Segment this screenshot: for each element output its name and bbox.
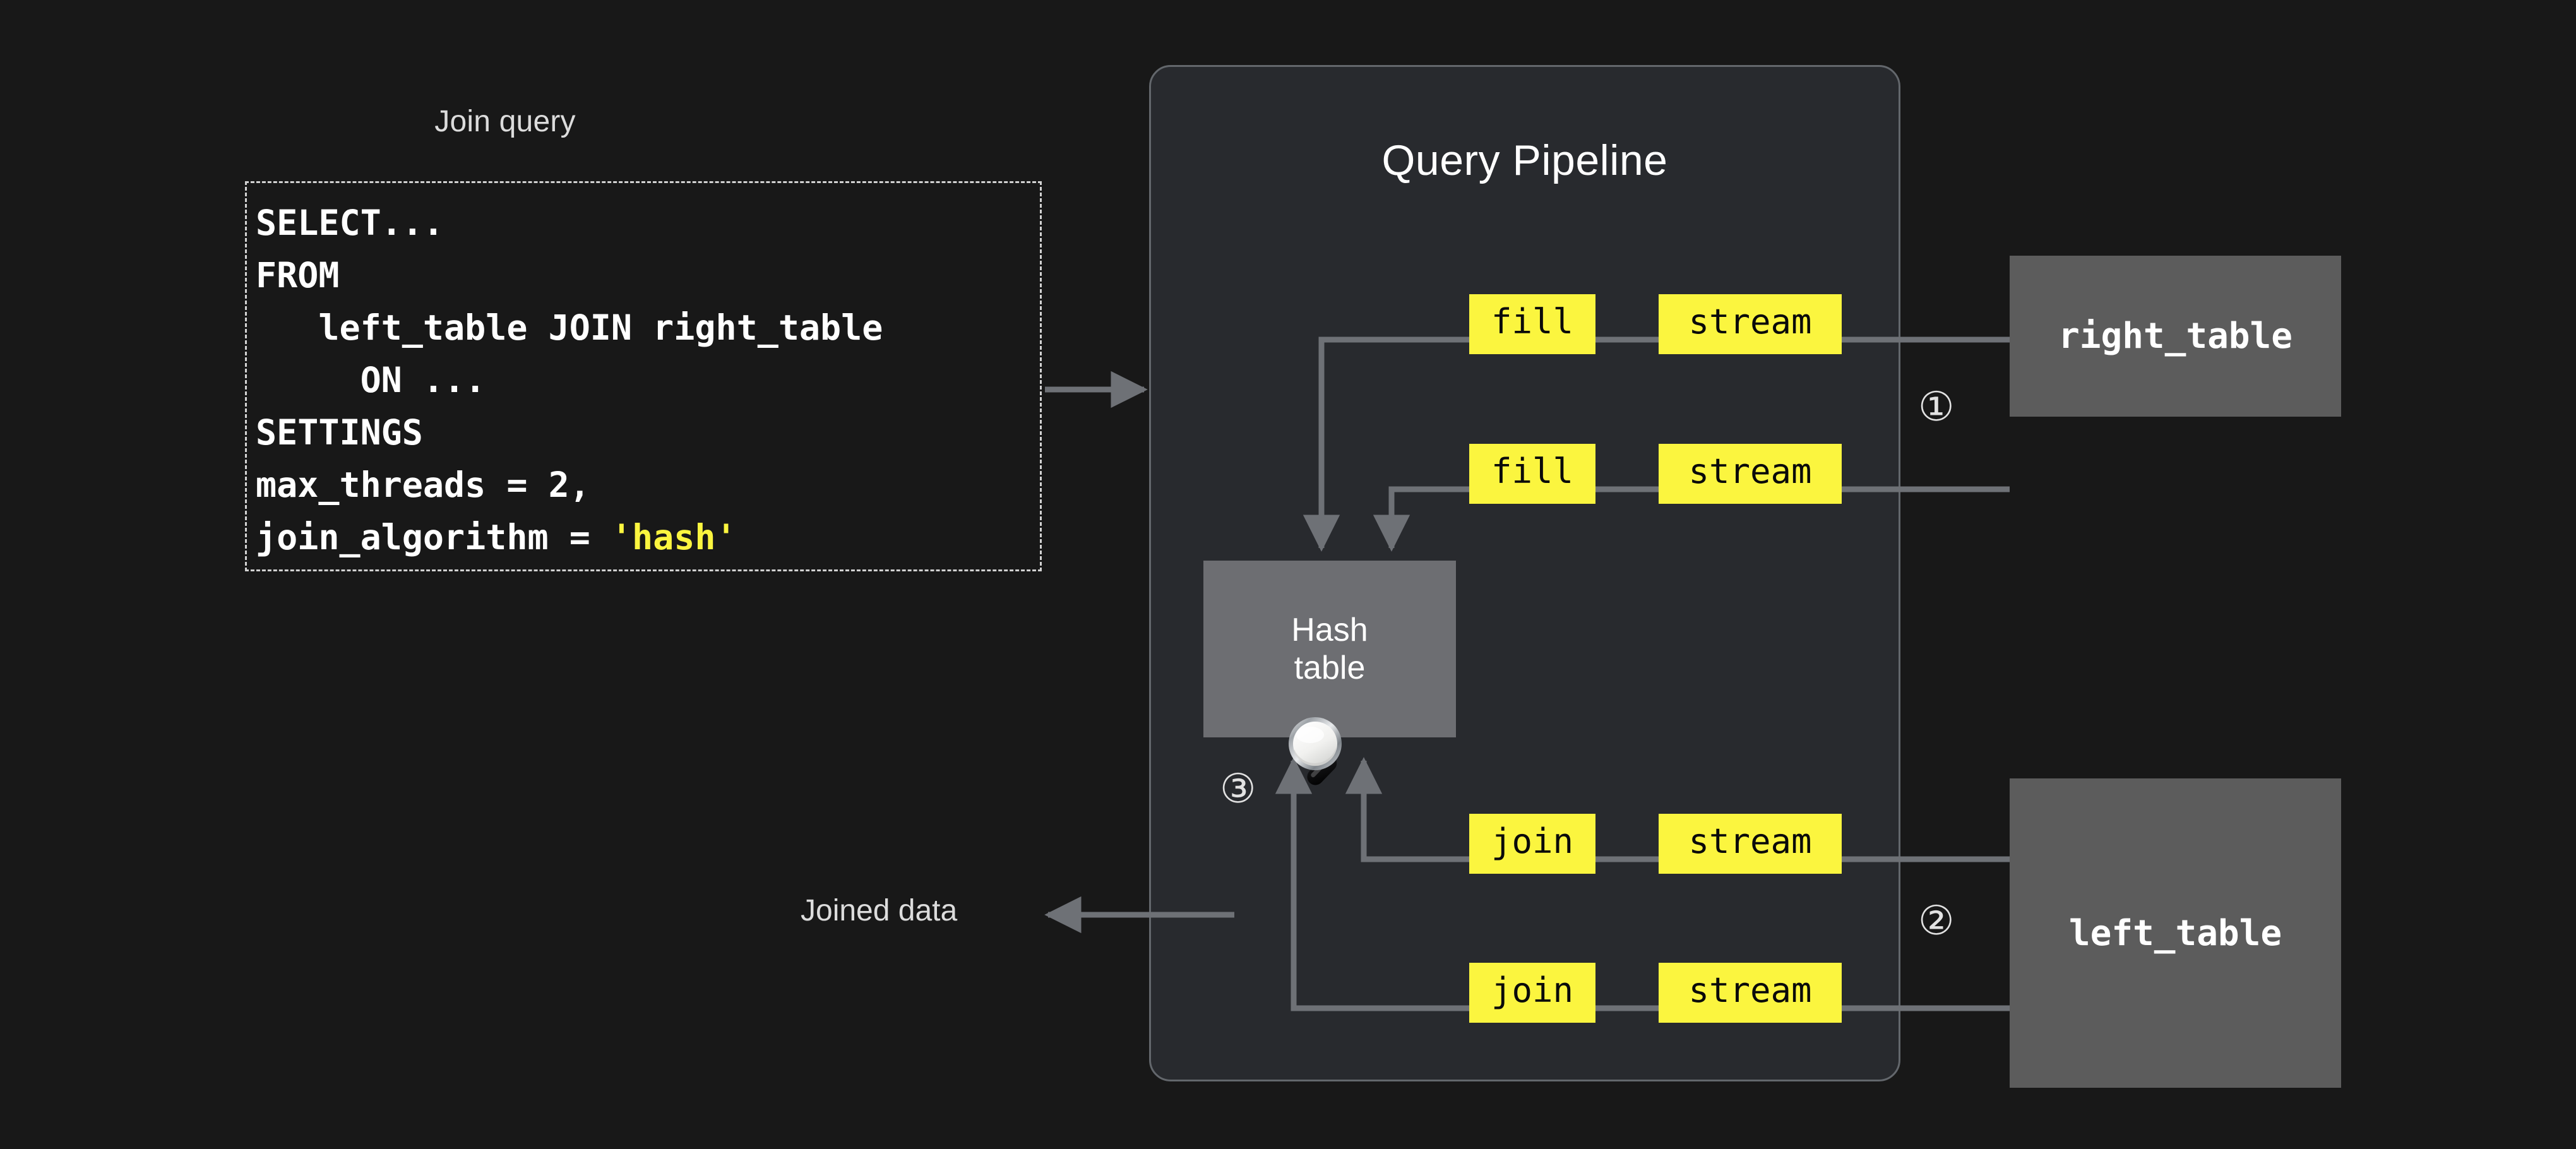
stream-box-4-label: stream	[1688, 970, 1812, 1010]
stream-box-2: stream	[1659, 444, 1842, 504]
right-table-label: right_table	[2058, 316, 2293, 357]
step-marker-1: ①	[1918, 384, 1955, 431]
fill-box-1: fill	[1469, 294, 1595, 354]
hash-table-box: Hash table	[1203, 561, 1456, 737]
join-box-1: join	[1469, 814, 1595, 874]
stream-box-3: stream	[1659, 814, 1842, 874]
query-pipeline-title: Query Pipeline	[1381, 136, 1668, 184]
step-marker-2: ②	[1918, 898, 1955, 944]
left-table-label: left_table	[2068, 912, 2282, 954]
join-query-title: Join query	[434, 105, 576, 138]
stream-box-2-label: stream	[1688, 451, 1812, 491]
stream-box-4: stream	[1659, 963, 1842, 1023]
join-query-code: SELECT... FROM left_table JOIN right_tab…	[256, 197, 883, 564]
join-box-2-label: join	[1491, 970, 1574, 1010]
right-table-box: right_table	[2010, 256, 2341, 417]
stream-box-3-label: stream	[1688, 821, 1812, 861]
query-code-plain: SELECT... FROM left_table JOIN right_tab…	[256, 203, 883, 557]
join-box-2: join	[1469, 963, 1595, 1023]
magnifier-icon	[1289, 717, 1342, 785]
fill-box-1-label: fill	[1491, 302, 1574, 342]
join-box-1-label: join	[1491, 821, 1574, 861]
query-code-literal: 'hash'	[611, 517, 737, 557]
step-marker-3: ③	[1220, 766, 1256, 813]
left-table-box: left_table	[2010, 778, 2341, 1088]
fill-box-2-label: fill	[1491, 451, 1574, 491]
joined-data-label: Joined data	[801, 894, 958, 927]
stream-box-1: stream	[1659, 294, 1842, 354]
hash-table-label: Hash table	[1291, 612, 1368, 686]
stream-box-1-label: stream	[1688, 302, 1812, 342]
fill-box-2: fill	[1469, 444, 1595, 504]
join-query-code-box: SELECT... FROM left_table JOIN right_tab…	[245, 181, 1042, 571]
